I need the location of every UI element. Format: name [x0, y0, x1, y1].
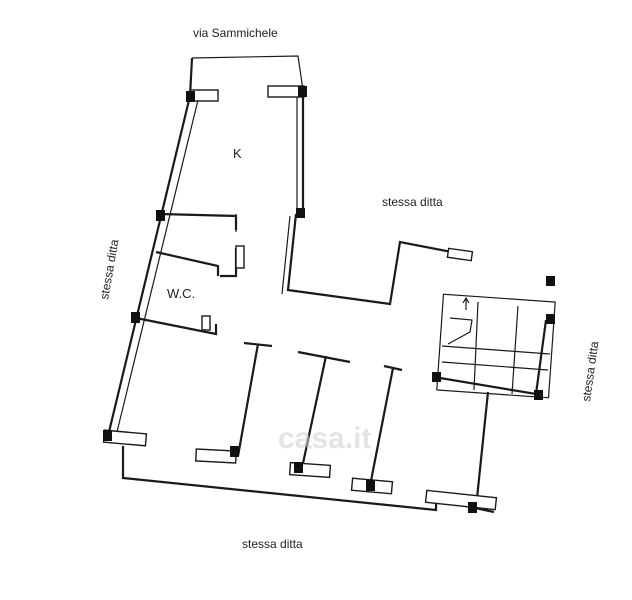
wall-stubs	[102, 85, 498, 511]
room-label-kitchen: K	[233, 146, 242, 161]
neighbor-label-left: stessa ditta	[97, 238, 121, 301]
room-label-wc: W.C.	[167, 286, 195, 301]
stair-block	[427, 293, 556, 514]
interior-walls	[135, 212, 238, 336]
neighbor-label-right: stessa ditta	[382, 195, 443, 209]
street-label: via Sammichele	[193, 26, 278, 40]
neighbor-label-bottom: stessa ditta	[242, 537, 303, 551]
columns	[103, 86, 555, 513]
neighbor-label-far-right: stessa ditta	[579, 340, 601, 402]
watermark-text: casa.it	[278, 422, 371, 455]
pillar-walls	[236, 341, 403, 487]
